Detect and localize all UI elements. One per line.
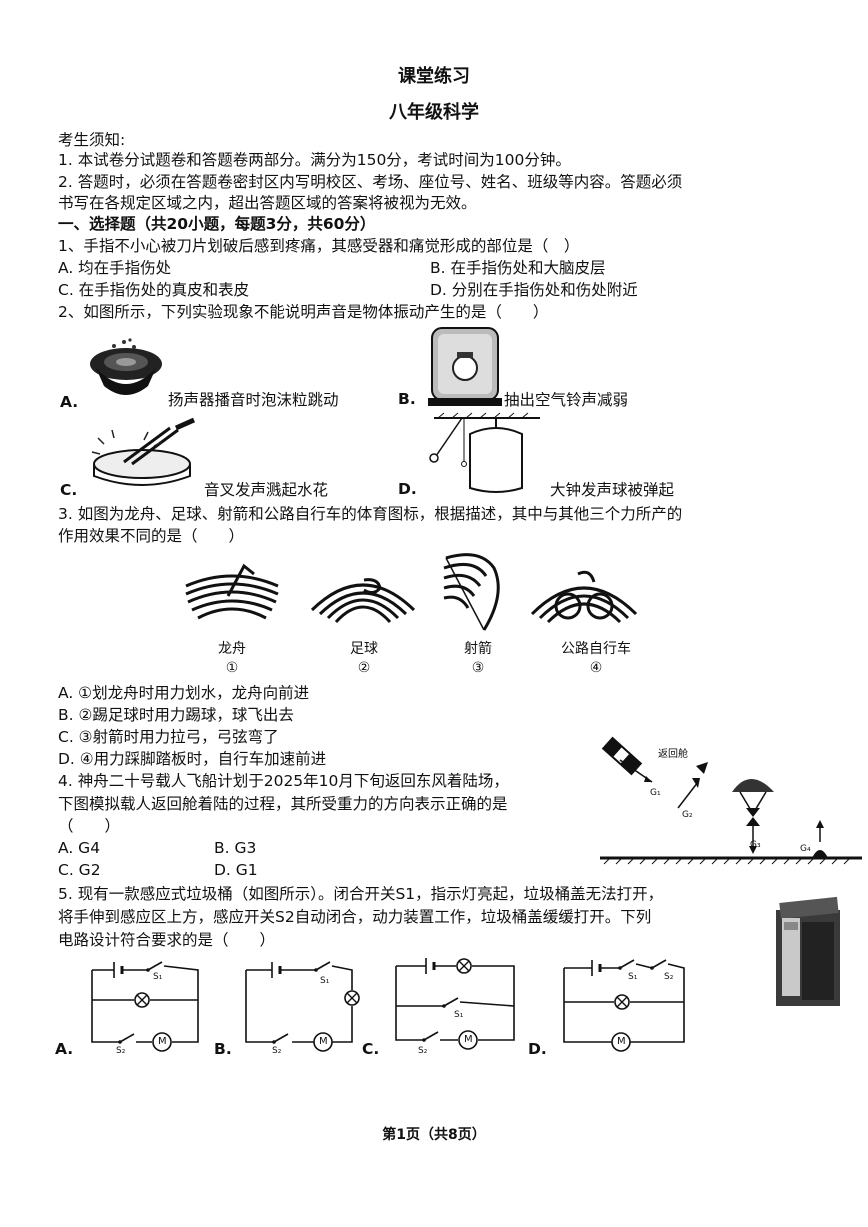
circuit-b-diagram: [245, 961, 360, 1052]
q2-b-caption: 抽出空气铃声减弱: [504, 391, 629, 409]
q4-option-d: D. G1: [214, 861, 258, 879]
q2-stem: 2、如图所示，下列实验现象不能说明声音是物体振动产生的是（ ）: [58, 303, 549, 321]
notice-line-2b: 书写在各规定区域之内，超出答题区域的答案将被视为无效。: [58, 194, 477, 212]
section-heading: 一、选择题（共20小题，每题3分，共60分）: [58, 215, 376, 233]
q4-stem-2: 下图模拟载人返回舱着陆的过程，其所受重力的方向表示正确的是: [58, 795, 508, 813]
circuit-a-diagram: [91, 961, 199, 1052]
q2-a-caption: 扬声器播音时泡沫粒跳动: [168, 391, 339, 409]
q4-option-c: C. G2: [58, 861, 101, 879]
q2-a-letter: A.: [60, 393, 79, 411]
circuit-d-motor: M: [617, 1036, 626, 1047]
page-subtitle: 八年级科学: [389, 102, 479, 123]
q3-option-d: D. ④用力踩脚踏板时，自行车加速前进: [58, 750, 327, 768]
icon-label-3: 射箭: [464, 641, 492, 657]
icon-num-4: ④: [589, 660, 603, 676]
road-cycling-icon: [530, 570, 638, 624]
circuit-c-s2: S₂: [418, 1046, 428, 1056]
circuit-a-s1: S₁: [153, 972, 163, 982]
circuit-b-s1: S₁: [320, 976, 330, 986]
q3-stem-2: 作用效果不同的是（ ）: [58, 527, 245, 545]
q5-stem-1: 5. 现有一款感应式垃圾桶（如图所示）。闭合开关S1，指示灯亮起，垃圾桶盖无法打…: [58, 885, 664, 903]
q2-b-letter: B.: [398, 390, 416, 408]
reentry-capsule-diagram: [600, 736, 862, 865]
icon-label-1: 龙舟: [218, 641, 246, 657]
icon-num-1: ①: [225, 660, 239, 676]
q2-d-letter: D.: [398, 480, 417, 498]
circuit-a-s2: S₂: [116, 1046, 126, 1056]
q3-option-c: C. ③射箭时用力拉弓，弓弦弯了: [58, 728, 279, 746]
circuit-c-letter: C.: [362, 1040, 380, 1058]
q4-option-b: B. G3: [214, 839, 257, 857]
icon-num-3: ③: [471, 660, 485, 676]
q4-stem-1: 4. 神舟二十号载人飞船计划于2025年10月下旬返回东风着陆场，: [58, 772, 509, 790]
q2-d-caption: 大钟发声球被弹起: [550, 481, 675, 499]
icon-label-2: 足球: [350, 641, 378, 657]
big-bell-illustration: [429, 412, 540, 493]
tuning-fork-illustration: [91, 417, 196, 486]
page-title: 课堂练习: [398, 66, 470, 87]
circuit-d-letter: D.: [528, 1040, 547, 1058]
circuit-a-letter: A.: [55, 1040, 74, 1058]
page-footer: 第1页（共8页）: [382, 1127, 486, 1143]
notice-line-2a: 2. 答题时，必须在答题卷密封区内写明校区、考场、座位号、姓名、班级等内容。答题…: [58, 173, 683, 191]
g1-label: G₁: [650, 788, 661, 798]
circuit-b-letter: B.: [214, 1040, 232, 1058]
icon-num-2: ②: [357, 660, 371, 676]
circuit-a-motor: M: [158, 1036, 167, 1047]
football-icon: [310, 578, 416, 624]
q4-option-a: A. G4: [58, 839, 101, 857]
q2-c-caption: 音叉发声溅起水花: [204, 481, 329, 499]
bell-jar-illustration: [428, 327, 502, 406]
q2-c-letter: C.: [60, 481, 78, 499]
circuit-d-s1: S₁: [628, 972, 638, 982]
trash-can-photo: [776, 896, 840, 1006]
g4-label: G₄: [800, 844, 811, 854]
q3-option-a: A. ①划龙舟时用力划水，龙舟向前进: [58, 684, 310, 702]
q1-option-b: B. 在手指伤处和大脑皮层: [430, 259, 606, 277]
q1-option-c: C. 在手指伤处的真皮和表皮: [58, 281, 250, 299]
circuit-c-s1: S₁: [454, 1010, 464, 1020]
g3-label: G₃: [750, 840, 761, 850]
q1-stem: 1、手指不小心被刀片划破后感到疼痛，其感受器和痛觉形成的部位是（ ）: [58, 237, 580, 255]
q5-stem-3: 电路设计符合要求的是（ ）: [58, 931, 276, 949]
circuit-c-diagram: [395, 958, 515, 1050]
circuit-d-s2: S₂: [664, 972, 674, 982]
circuit-c-motor: M: [464, 1034, 473, 1045]
q3-stem-1: 3. 如图为龙舟、足球、射箭和公路自行车的体育图标，根据描述，其中与其他三个力所…: [58, 505, 683, 523]
circuit-b-motor: M: [319, 1036, 328, 1047]
icon-label-4: 公路自行车: [561, 641, 631, 657]
g2-label: G₂: [682, 810, 693, 820]
speaker-illustration: [90, 338, 162, 395]
dragon-boat-icon: [185, 563, 279, 620]
q1-option-a: A. 均在手指伤处: [58, 259, 172, 277]
q3-option-b: B. ②踢足球时用力踢球，球飞出去: [58, 706, 294, 724]
q5-stem-2: 将手伸到感应区上方，感应开关S2自动闭合，动力装置工作，垃圾桶盖缓缓打开。下列: [58, 908, 652, 926]
circuit-b-s2: S₂: [272, 1046, 282, 1056]
archery-icon: [443, 553, 500, 631]
notice-heading: 考生须知:: [58, 131, 126, 149]
q4-stem-3: （ ）: [58, 817, 121, 835]
notice-line-1: 1. 本试卷分试题卷和答题卷两部分。满分为150分，考试时间为100分钟。: [58, 151, 571, 169]
capsule-label: 返回舱: [658, 749, 688, 760]
q1-option-d: D. 分别在手指伤处和伤处附近: [430, 281, 638, 299]
circuit-d-diagram: [563, 959, 685, 1052]
